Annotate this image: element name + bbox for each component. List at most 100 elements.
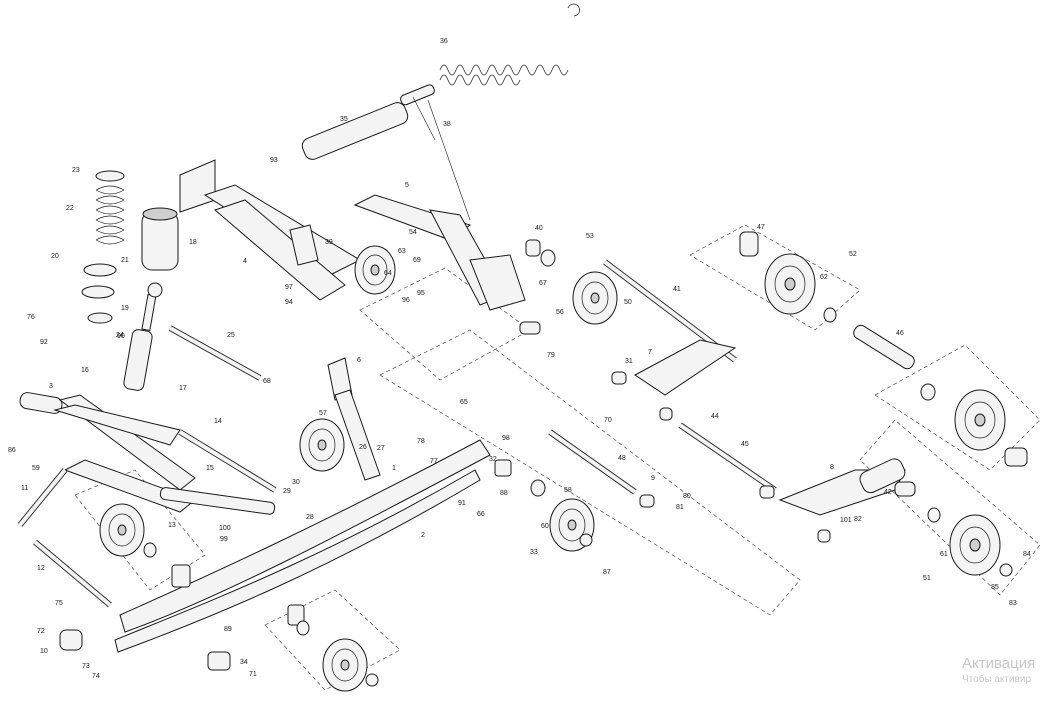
callout-label: 18 bbox=[189, 239, 197, 246]
wheel-57-left bbox=[99, 503, 145, 557]
callout-label: 89 bbox=[224, 626, 232, 633]
rocker-arm bbox=[353, 194, 526, 311]
callout-label: 90 bbox=[117, 333, 125, 340]
callout-label: 19 bbox=[121, 305, 129, 312]
slide-rail bbox=[114, 439, 491, 653]
rear-arms bbox=[634, 339, 906, 516]
callout-label: 88 bbox=[500, 490, 508, 497]
callout-label: 24 bbox=[116, 332, 124, 339]
callout-label: 70 bbox=[604, 417, 612, 424]
callout-label: 50 bbox=[624, 299, 632, 306]
upper-frame-bracket bbox=[179, 159, 362, 301]
callout-label: 32 bbox=[489, 456, 497, 463]
callout-label: 51 bbox=[923, 575, 931, 582]
callout-label: 36 bbox=[440, 38, 448, 45]
callout-label: 39 bbox=[325, 239, 333, 246]
callout-label: 33 bbox=[530, 549, 538, 556]
callout-label: 12 bbox=[37, 565, 45, 572]
callout-labels: 1 2 3 4 5 6 7 8 9 10 11 12 13 14 15 16 1… bbox=[8, 38, 1031, 680]
outline-bottom-wheel-group bbox=[264, 589, 401, 691]
callout-label: 30 bbox=[292, 479, 300, 486]
callout-label: 64 bbox=[384, 270, 392, 277]
callout-label: 71 bbox=[249, 671, 257, 678]
tube-46 bbox=[853, 324, 915, 370]
callout-label: 34 bbox=[240, 659, 248, 666]
callout-label: 52 bbox=[849, 251, 857, 258]
callout-label: 72 bbox=[37, 628, 45, 635]
wheel-53-top bbox=[572, 271, 618, 325]
callout-label: 21 bbox=[121, 257, 129, 264]
callout-label: 98 bbox=[502, 435, 510, 442]
callout-label: 27 bbox=[377, 445, 385, 452]
bump-stop-boot bbox=[141, 207, 179, 271]
callout-label: 48 bbox=[618, 455, 626, 462]
callout-label: 81 bbox=[676, 504, 684, 511]
bracket-6 bbox=[327, 357, 381, 481]
callout-label: 38 bbox=[443, 121, 451, 128]
callout-label: 100 bbox=[219, 525, 231, 532]
callout-label: 23 bbox=[72, 167, 80, 174]
windows-activation-watermark: Активация Чтобы активир bbox=[962, 655, 1060, 686]
callout-label: 63 bbox=[398, 248, 406, 255]
callout-label: 40 bbox=[535, 225, 543, 232]
callout-label: 6 bbox=[357, 357, 361, 364]
callout-label: 94 bbox=[285, 299, 293, 306]
outline-front-wheel-group bbox=[359, 267, 531, 381]
callout-label: 14 bbox=[214, 418, 222, 425]
callout-label: 44 bbox=[711, 413, 719, 420]
wheel-54 bbox=[354, 245, 396, 295]
front-shock-absorber bbox=[123, 282, 163, 391]
callout-label: 54 bbox=[409, 229, 417, 236]
activation-title: Активация bbox=[962, 655, 1036, 672]
callout-label: 56 bbox=[556, 309, 564, 316]
callout-label: 99 bbox=[220, 536, 228, 543]
callout-label: 5 bbox=[405, 182, 409, 189]
callout-label: 26 bbox=[359, 444, 367, 451]
callout-label: 75 bbox=[55, 600, 63, 607]
callout-label: 25 bbox=[227, 332, 235, 339]
callout-label: 31 bbox=[625, 358, 633, 365]
idler-wheels bbox=[99, 245, 1006, 692]
callout-label: 86 bbox=[8, 447, 16, 454]
wheel-57-mid bbox=[299, 418, 345, 472]
outline-rear-arm-group bbox=[379, 329, 801, 616]
callout-label: 82 bbox=[854, 516, 862, 523]
callout-label: 61 bbox=[940, 551, 948, 558]
callout-label: 95 bbox=[417, 290, 425, 297]
callout-label: 97 bbox=[285, 284, 293, 291]
callout-label: 11 bbox=[21, 485, 28, 492]
callout-label: 60 bbox=[541, 523, 549, 530]
callout-label: 29 bbox=[283, 488, 291, 495]
callout-label: 80 bbox=[683, 493, 691, 500]
callout-label: 92 bbox=[40, 339, 48, 346]
callout-label: 78 bbox=[417, 438, 425, 445]
callout-label: 77 bbox=[430, 458, 438, 465]
callout-label: 16 bbox=[81, 367, 89, 374]
wheel-60-bottom bbox=[322, 638, 368, 692]
callout-label: 58 bbox=[564, 487, 572, 494]
callout-label: 96 bbox=[402, 297, 410, 304]
callout-label: 47 bbox=[757, 224, 765, 231]
callout-label: 76 bbox=[27, 314, 35, 321]
callout-label: 35 bbox=[340, 116, 348, 123]
callout-label: 93 bbox=[270, 157, 278, 164]
callout-label: 79 bbox=[547, 352, 555, 359]
top-coil-spring bbox=[439, 3, 580, 86]
callout-label: 8 bbox=[830, 464, 834, 471]
callout-label: 87 bbox=[603, 569, 611, 576]
bushing-47-right bbox=[1004, 447, 1028, 467]
bushing-47-top bbox=[739, 231, 759, 257]
callout-label: 4 bbox=[243, 258, 247, 265]
callout-label: 53 bbox=[586, 233, 594, 240]
activation-subtitle: Чтобы активир bbox=[962, 674, 1032, 685]
wheel-52-top bbox=[764, 253, 816, 315]
outline-right-wheel-51 bbox=[859, 419, 1041, 596]
callout-label: 10 bbox=[40, 648, 48, 655]
callout-label: 57 bbox=[319, 410, 327, 417]
callout-label: 59 bbox=[32, 465, 40, 472]
callout-label: 66 bbox=[477, 511, 485, 518]
callout-label: 74 bbox=[92, 673, 100, 680]
callout-label: 3 bbox=[49, 383, 53, 390]
callout-label: 69 bbox=[413, 257, 421, 264]
callout-label: 67 bbox=[539, 280, 547, 287]
